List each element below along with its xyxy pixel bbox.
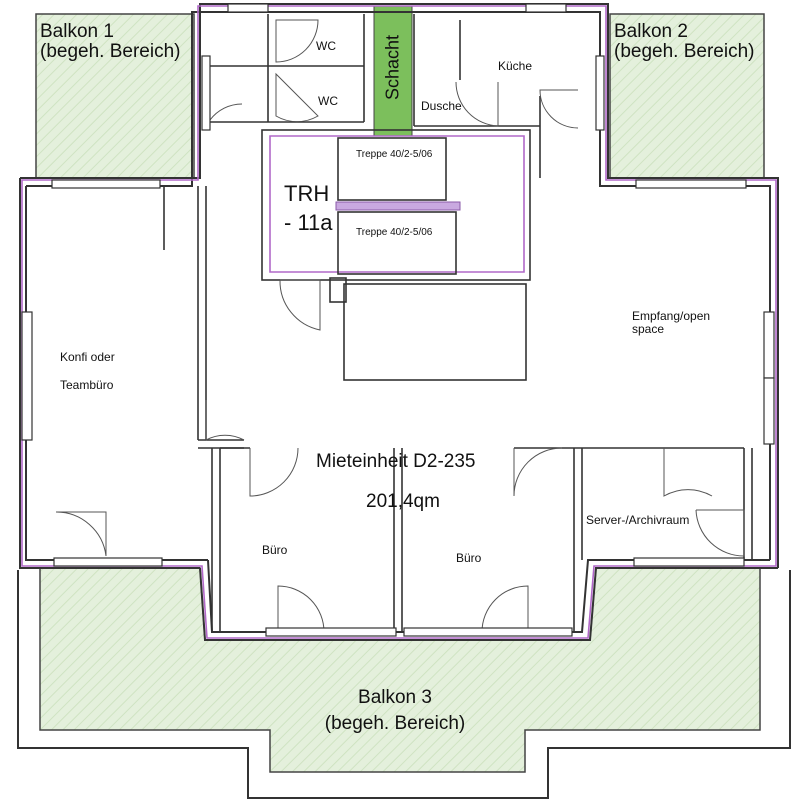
conference-room-line-1: Konfi oder	[60, 350, 115, 364]
balcony-2-area	[609, 13, 765, 179]
stairwell-label: TRH - 11a	[284, 180, 333, 237]
balcony-1-name: Balkon 1	[40, 21, 114, 42]
conference-room-label: Konfi oder Teambüro	[60, 344, 115, 399]
shaft-label: Schacht	[382, 34, 403, 100]
stairwell-number: - 11a	[284, 209, 333, 235]
conference-room-line-2: Teambüro	[60, 377, 114, 392]
wc-bottom-label: WC	[318, 94, 338, 108]
kitchen-label: Küche	[498, 59, 533, 73]
stair-upper-label: Treppe 40/2-5/06	[356, 149, 433, 160]
shaft	[373, 5, 413, 137]
reception-line-2: space	[632, 321, 665, 336]
interior-walls	[163, 14, 753, 632]
balcony-1-label: Balkon 1 (begeh. Bereich)	[40, 22, 180, 62]
reception-label: Empfang/open space	[632, 310, 710, 335]
unit-outline	[21, 5, 777, 639]
balcony-1-note: (begeh. Bereich)	[40, 40, 181, 62]
door-swings	[55, 19, 745, 633]
reception-line-1: Empfang/open	[632, 309, 711, 323]
shower-label: Dusche	[421, 99, 462, 113]
stair-lower-label: Treppe 40/2-5/06	[356, 227, 433, 238]
balcony-3-area	[39, 567, 761, 773]
server-room-label: Server-/Archivraum	[586, 513, 690, 527]
balcony-3-note: (begeh. Bereich)	[324, 712, 466, 734]
balcony-1-area	[35, 13, 195, 179]
unit-title: Mieteinheit D2-235	[316, 451, 476, 472]
stairwell-name: TRH	[284, 181, 330, 206]
balcony-3-label: Balkon 3 (begeh. Bereich)	[300, 688, 490, 734]
balcony-2-note: (begeh. Bereich)	[614, 40, 755, 62]
windows	[21, 3, 775, 637]
wc-top-label: WC	[316, 39, 336, 53]
balcony-2-label: Balkon 2 (begeh. Bereich)	[614, 22, 754, 62]
unit-area: 201,4qm	[366, 491, 440, 512]
balcony-3-name: Balkon 3	[358, 687, 432, 708]
balcony-2-name: Balkon 2	[614, 21, 688, 42]
office-left-label: Büro	[262, 543, 288, 557]
office-right-label: Büro	[456, 551, 482, 565]
stair-railing	[335, 201, 461, 211]
